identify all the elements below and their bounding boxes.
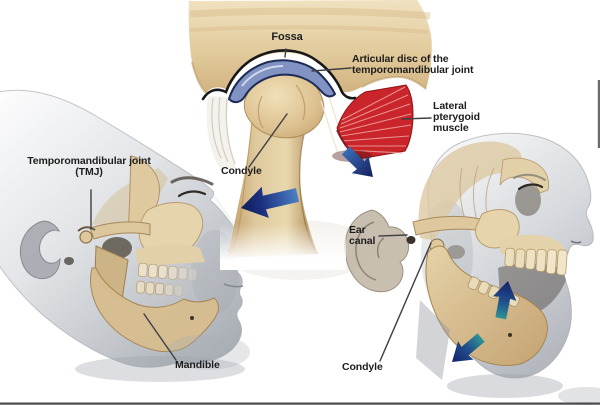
mandible-bone: [425, 245, 548, 367]
corner-shadow: [558, 387, 600, 405]
ear-canal-hole: [406, 236, 416, 244]
zygomatic-arch: [89, 221, 151, 240]
eye: [517, 183, 544, 191]
label-lateral-pterygoid: Lateral pterygoid muscle: [433, 100, 480, 134]
ear: [344, 209, 410, 293]
joint-closeup-illustration: [188, 0, 432, 270]
label-condyle-closeup: Condyle: [221, 165, 262, 177]
pointer-line-ear-canal: [378, 234, 408, 237]
condyle-shading: [257, 84, 306, 129]
chin-mole: [190, 316, 194, 320]
pointer-line-fossa: [284, 48, 287, 58]
label-tmj: Temporomandibular joint (TMJ): [27, 155, 151, 178]
pointer-line-mandible: [143, 313, 177, 361]
jaw-shadow: [75, 356, 245, 382]
bone-lower-edge: [191, 61, 427, 94]
ligament-fibers: [211, 96, 236, 165]
temporal-bone-band: [188, 0, 432, 93]
label-fossa: Fossa: [271, 31, 303, 43]
temporal-bone: [418, 141, 523, 240]
nostril: [570, 240, 582, 244]
bone-band-shading: [189, 7, 431, 20]
motion-arrow-up-icon: [492, 281, 517, 320]
label-ear-canal: Ear canal: [349, 224, 376, 247]
skull-overlay: [77, 155, 219, 353]
pointer-line-articular-disc: [311, 67, 352, 72]
eyebrow: [513, 173, 546, 181]
behind-jaw-shadow: [416, 300, 450, 380]
fossa-outline: [201, 49, 357, 101]
tmj-socket: [77, 226, 96, 232]
upper-teeth: [504, 247, 568, 276]
motion-arrow-down-left-icon: [452, 333, 485, 362]
pointer-line-condyle-closeup: [248, 113, 288, 168]
capsule-wedge: [206, 96, 236, 170]
mouth-line: [223, 283, 244, 288]
label-mandible: Mandible: [175, 359, 220, 371]
jaw-mole: [508, 333, 512, 337]
disc-highlight: [241, 65, 284, 87]
eye: [177, 190, 207, 198]
label-condyle-open: Condyle: [342, 361, 383, 373]
skull-overlay: [412, 141, 568, 367]
motion-arrow-down-right-icon: [341, 146, 373, 177]
lower-teeth: [136, 280, 183, 297]
right-edge-artifact: [597, 80, 600, 148]
closed-jaw-illustration: [0, 89, 250, 382]
pointer-line-lateral-pterygoid: [401, 117, 432, 120]
open-jaw-illustration: [344, 132, 600, 405]
maxilla: [135, 244, 205, 266]
ear: [19, 220, 61, 280]
label-articular-disc: Articular disc of the temporomandibular …: [352, 53, 474, 76]
bottom-border-line: [0, 402, 600, 405]
motion-arrow-left-icon: [241, 186, 300, 218]
chin-shadow: [166, 334, 250, 370]
pointer-line-condyle-open: [379, 242, 432, 362]
upper-teeth: [138, 262, 198, 282]
muscle-striations: [339, 86, 412, 154]
mandible-bone: [90, 267, 219, 353]
condyle-neck: [228, 120, 318, 258]
jaw-shadow: [447, 374, 563, 398]
tmj-condyle: [79, 230, 93, 244]
eyebrow: [170, 176, 214, 186]
ear-inner-fold: [355, 221, 385, 281]
bone-band-shading2: [189, 25, 429, 34]
neck-fade: [220, 224, 346, 270]
motion-arrows: [241, 146, 517, 362]
pointer-lines: [90, 48, 432, 362]
articular-disc: [227, 59, 337, 104]
ear-canal-hole: [64, 257, 74, 265]
orbit-hole: [515, 184, 541, 216]
sigmoid-notch: [447, 245, 465, 259]
